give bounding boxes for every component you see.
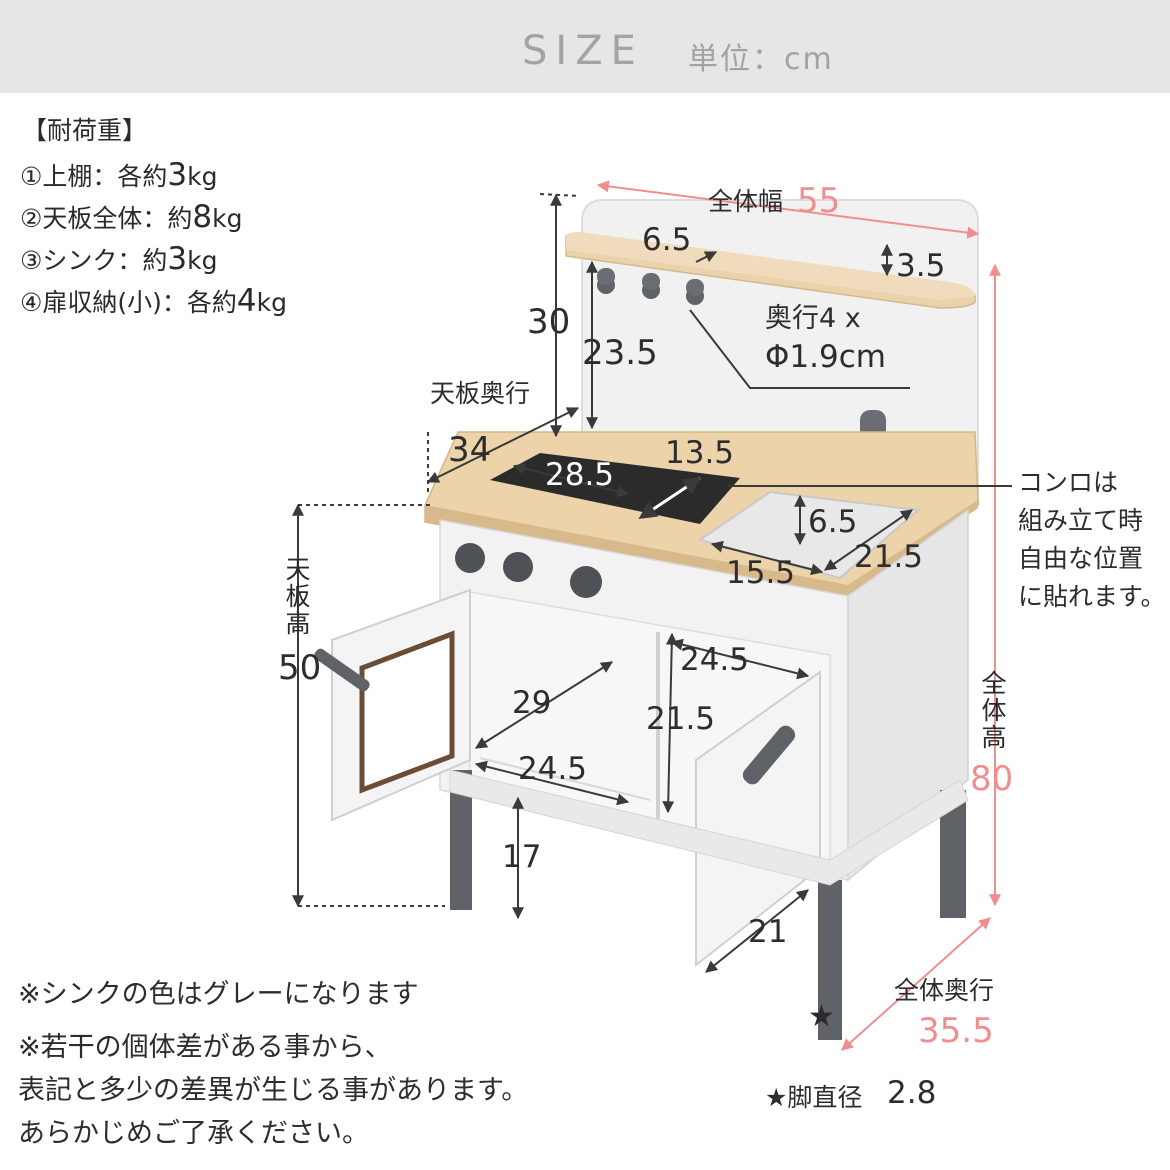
shelf-depth-value: 6.5 <box>642 222 692 258</box>
shelf-thickness-value: 3.5 <box>896 248 946 284</box>
stove-note-line: 組み立て時 <box>1018 506 1144 535</box>
stove-width-value: 28.5 <box>545 457 615 493</box>
total-depth-value: 35.5 <box>918 1011 994 1051</box>
dark-dimension-lines <box>292 193 1012 973</box>
note-line: 表記と多少の差異が生じる事があります。 <box>18 1075 529 1106</box>
page-title: SIZE <box>522 28 644 74</box>
legs <box>449 769 969 1040</box>
back-height-value: 30 <box>527 302 571 342</box>
leg-height-value: 17 <box>502 839 542 875</box>
pink-dimension-lines <box>596 180 1001 1051</box>
stove-note-line: コンロは <box>1018 468 1119 497</box>
star-icon: ★ <box>808 999 835 1034</box>
top-height-label: 天板高 <box>282 556 311 637</box>
sink-depth-value: 6.5 <box>808 504 858 540</box>
note-line: ※若干の個体差がある事から、 <box>18 1032 392 1063</box>
inner-left-width-value: 24.5 <box>518 751 588 787</box>
inner-right-width-value: 24.5 <box>680 642 750 678</box>
shelf-height-value: 23.5 <box>582 333 658 373</box>
top-depth-value: 34 <box>448 430 492 470</box>
inner-left-depth-value: 29 <box>512 685 552 721</box>
load-item: ②天板全体：約8kg <box>20 199 243 235</box>
load-item: ③シンク：約3kg <box>20 241 218 277</box>
width-label: 全体幅 <box>708 187 784 216</box>
left-door-handle <box>314 648 370 692</box>
sink-side-width-value: 21.5 <box>854 539 924 575</box>
total-height-value: 80 <box>970 759 1014 799</box>
stove-note-line: 自由な位置 <box>1018 544 1144 573</box>
width-value: 55 <box>797 181 841 221</box>
leg-diameter-label: ★脚直径 <box>765 1083 863 1112</box>
leg-diameter-value: 2.8 <box>887 1075 937 1111</box>
top-height-value: 50 <box>278 648 322 688</box>
note-line: あらかじめご了承ください。 <box>18 1118 369 1149</box>
cabinet-side <box>847 508 969 882</box>
right-door-handle <box>742 725 796 785</box>
note-line: ※シンクの色はグレーになります <box>18 979 419 1010</box>
knobs <box>455 543 602 598</box>
oven-window <box>359 630 455 794</box>
sink-front-width-value: 15.5 <box>726 555 796 591</box>
upper-shelf-top <box>566 232 975 300</box>
inner-height-value: 21.5 <box>646 701 716 737</box>
hook-label-2: Φ1.9cm <box>765 339 886 375</box>
unit-label: 単位：cm <box>688 42 834 77</box>
stove-depth-value: 13.5 <box>665 435 735 471</box>
header-band: SIZE 単位：cm <box>0 0 1170 93</box>
hook-label-1: 奥行4 x <box>765 303 861 334</box>
door-width-value: 21 <box>748 914 788 950</box>
top-depth-label: 天板奥行 <box>430 379 531 408</box>
load-title: 【耐荷重】 <box>22 116 148 145</box>
hooks <box>597 268 704 305</box>
total-depth-label: 全体奥行 <box>894 976 995 1005</box>
total-height-label: 全体高 <box>978 670 1007 751</box>
load-item: ④扉収納(小)：各約4kg <box>20 283 288 319</box>
load-item: ①上棚：各約3kg <box>20 157 218 193</box>
stove-note-line: に貼れます。 <box>1018 582 1166 611</box>
